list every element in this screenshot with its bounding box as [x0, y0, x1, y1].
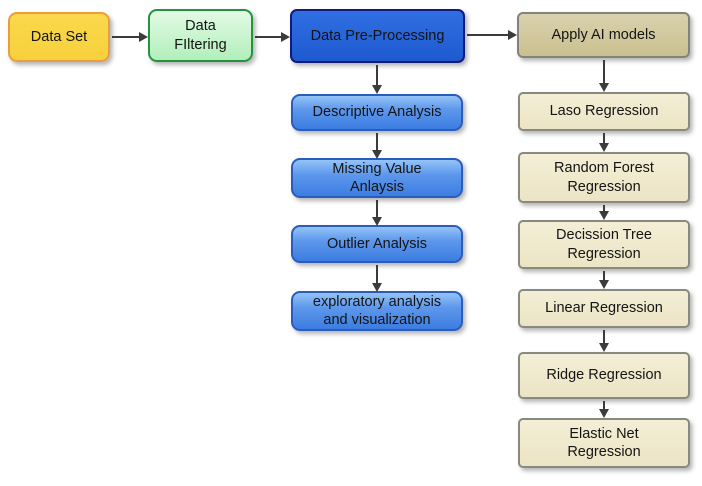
arrow-decission-to-linear [599, 271, 609, 289]
node-random-forest-regression: Random Forest Regression [518, 152, 690, 203]
arrow-linear-to-ridge [599, 330, 609, 352]
node-data-pre-processing: Data Pre-Processing [290, 9, 465, 63]
node-random-forest-regression-label: Random Forest Regression [554, 160, 654, 195]
arrow-laso-to-randomforest [599, 133, 609, 152]
node-exploratory-analysis-label: exploratory analysis and visualization [312, 293, 442, 328]
node-outlier-analysis-label: Outlier Analysis [327, 235, 427, 252]
node-apply-ai-models: Apply AI models [517, 12, 690, 58]
node-exploratory-analysis: exploratory analysis and visualization [291, 291, 463, 331]
node-outlier-analysis: Outlier Analysis [291, 225, 463, 263]
node-data-filtering-label: Data FIltering [174, 18, 227, 53]
arrow-randomforest-to-decission [599, 205, 609, 220]
arrow-ridge-to-elastic [599, 401, 609, 418]
arrow-outlier-to-exploratory [372, 265, 382, 292]
node-apply-ai-models-label: Apply AI models [551, 26, 656, 43]
node-decission-tree-regression-label: Decission Tree Regression [556, 227, 652, 262]
arrow-dataset-to-filtering [112, 32, 148, 42]
arrow-descriptive-to-missing [372, 133, 382, 159]
node-missing-value-anlaysis-label: Missing Value Anlaysis [332, 160, 422, 195]
arrow-models-to-laso [599, 60, 609, 92]
arrow-preprocessing-to-models [467, 30, 517, 40]
node-laso-regression-label: Laso Regression [549, 103, 659, 120]
arrow-preprocessing-to-descriptive [372, 65, 382, 94]
node-missing-value-anlaysis: Missing Value Anlaysis [291, 158, 463, 198]
node-data-pre-processing-label: Data Pre-Processing [310, 27, 445, 44]
node-elastic-net-regression: Elastic Net Regression [518, 418, 690, 468]
node-descriptive-analysis: Descriptive Analysis [291, 94, 463, 131]
node-data-set-label: Data Set [30, 28, 88, 45]
node-elastic-net-regression-label: Elastic Net Regression [567, 425, 641, 460]
node-linear-regression: Linear Regression [518, 289, 690, 328]
node-laso-regression: Laso Regression [518, 92, 690, 131]
node-linear-regression-label: Linear Regression [545, 300, 663, 317]
node-ridge-regression-label: Ridge Regression [546, 367, 662, 384]
arrow-filtering-to-preprocessing [255, 32, 290, 42]
node-decission-tree-regression: Decission Tree Regression [518, 220, 690, 269]
node-ridge-regression: Ridge Regression [518, 352, 690, 399]
node-descriptive-analysis-label: Descriptive Analysis [312, 104, 442, 121]
node-data-set: Data Set [8, 12, 110, 62]
node-data-filtering: Data FIltering [148, 9, 253, 62]
arrow-missing-to-outlier [372, 200, 382, 226]
